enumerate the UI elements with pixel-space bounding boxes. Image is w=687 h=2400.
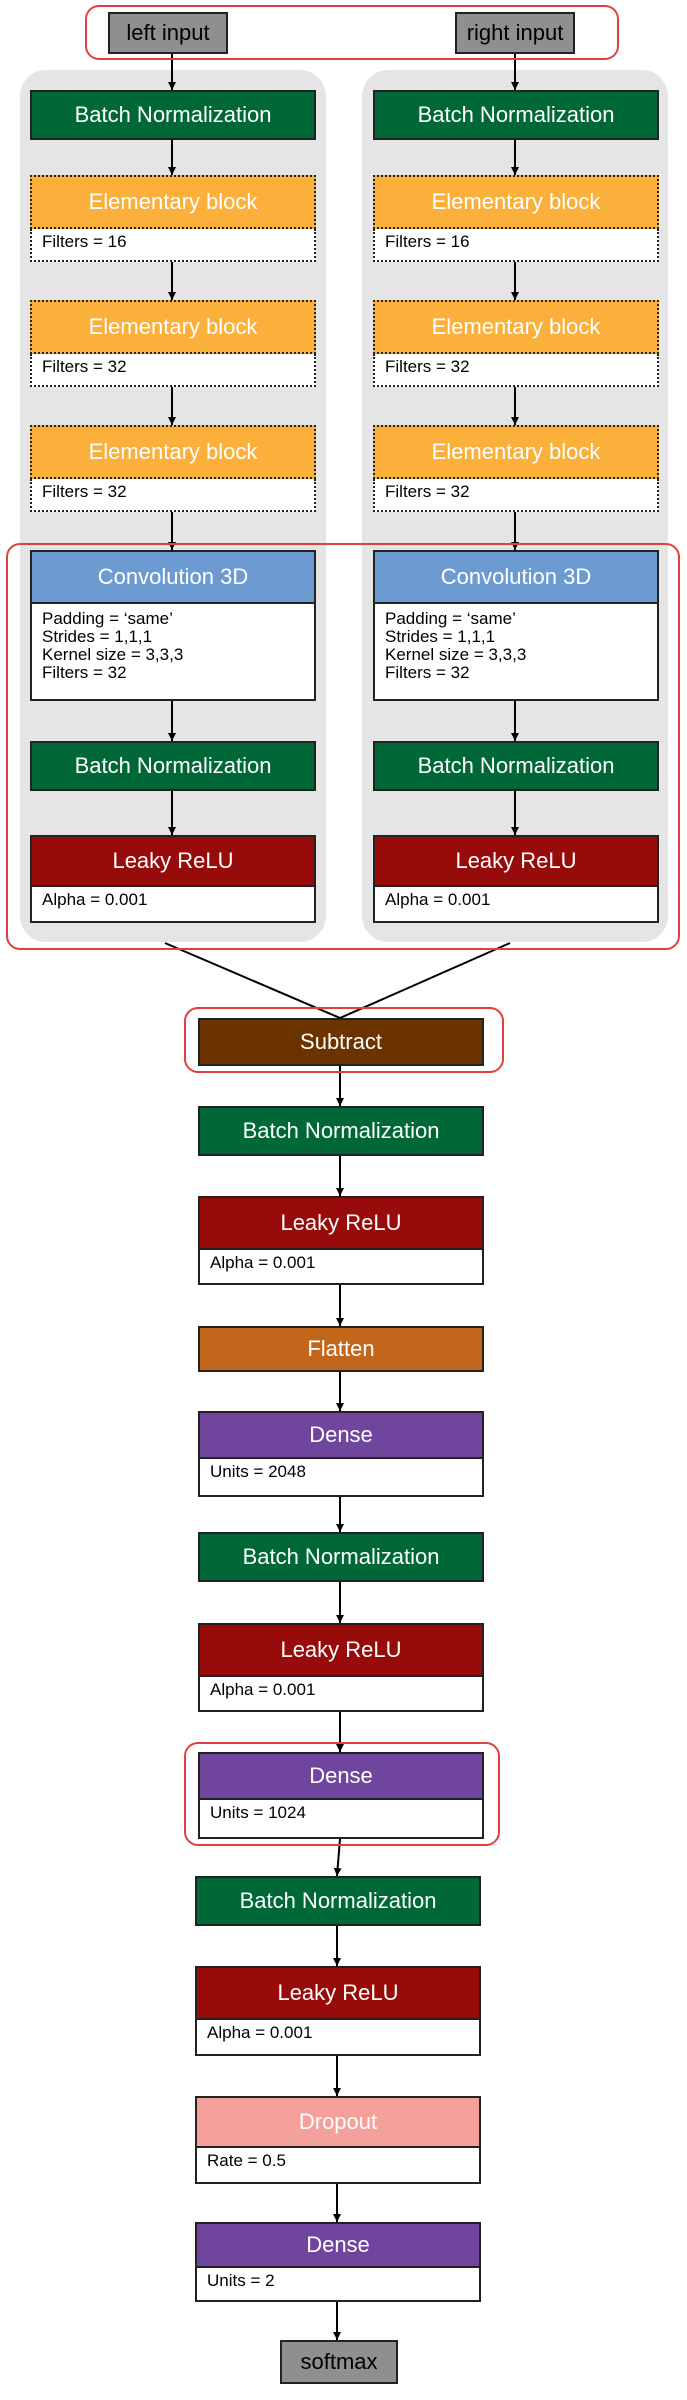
left-batch-normalization-1: Batch Normalization xyxy=(30,90,316,140)
right-elementary-block-3-params: Filters = 32 xyxy=(373,479,659,512)
trunk-leaky-relu-2: Leaky ReLU xyxy=(198,1623,484,1677)
trunk-leaky-relu-1-params: Alpha = 0.001 xyxy=(198,1250,484,1285)
right-convolution-3d-params: Padding = ‘same’ Strides = 1,1,1 Kernel … xyxy=(373,604,659,701)
dense-layer-3-params: Units = 2 xyxy=(195,2268,481,2302)
dense-1024-highlight xyxy=(184,1742,500,1846)
right-batch-normalization-1: Batch Normalization xyxy=(373,90,659,140)
left-convolution-3d: Convolution 3D xyxy=(30,550,316,604)
right-batch-normalization-2: Batch Normalization xyxy=(373,741,659,791)
dense-layer-3: Dense xyxy=(195,2222,481,2268)
trunk-leaky-relu-3: Leaky ReLU xyxy=(195,1966,481,2020)
right-input: right input xyxy=(455,12,575,54)
left-elementary-block-2-params: Filters = 32 xyxy=(30,354,316,387)
trunk-leaky-relu-3-params: Alpha = 0.001 xyxy=(195,2020,481,2056)
merge-line-left xyxy=(164,942,341,1019)
right-elementary-block-1: Elementary block xyxy=(373,175,659,229)
left-leaky-relu: Leaky ReLU xyxy=(30,835,316,887)
left-leaky-relu-params: Alpha = 0.001 xyxy=(30,887,316,923)
convolution-section-highlight xyxy=(6,543,680,950)
right-elementary-block-2: Elementary block xyxy=(373,300,659,354)
dense-layer-1: Dense xyxy=(198,1411,484,1459)
right-elementary-block-2-params: Filters = 32 xyxy=(373,354,659,387)
right-convolution-3d: Convolution 3D xyxy=(373,550,659,604)
right-elementary-block-3: Elementary block xyxy=(373,425,659,479)
flatten-layer: Flatten xyxy=(198,1326,484,1372)
trunk-leaky-relu-2-params: Alpha = 0.001 xyxy=(198,1677,484,1712)
right-leaky-relu: Leaky ReLU xyxy=(373,835,659,887)
right-leaky-relu-params: Alpha = 0.001 xyxy=(373,887,659,923)
left-elementary-block-1-params: Filters = 16 xyxy=(30,229,316,262)
left-convolution-3d-params: Padding = ‘same’ Strides = 1,1,1 Kernel … xyxy=(30,604,316,701)
right-elementary-block-1-params: Filters = 16 xyxy=(373,229,659,262)
dense-layer-1-params: Units = 2048 xyxy=(198,1459,484,1497)
trunk-batch-normalization-2: Batch Normalization xyxy=(198,1532,484,1582)
dropout-layer-params: Rate = 0.5 xyxy=(195,2148,481,2184)
trunk-batch-normalization-3: Batch Normalization xyxy=(195,1876,481,1926)
merge-line-right xyxy=(339,942,511,1019)
trunk-batch-normalization-1: Batch Normalization xyxy=(198,1106,484,1156)
dense-layer-2: Dense xyxy=(198,1752,484,1800)
left-batch-normalization-2: Batch Normalization xyxy=(30,741,316,791)
inputs-highlight xyxy=(85,5,619,60)
left-elementary-block-3: Elementary block xyxy=(30,425,316,479)
dropout-layer: Dropout xyxy=(195,2096,481,2148)
trunk-leaky-relu-1: Leaky ReLU xyxy=(198,1196,484,1250)
dense-layer-2-params: Units = 1024 xyxy=(198,1800,484,1839)
left-elementary-block-3-params: Filters = 32 xyxy=(30,479,316,512)
left-elementary-block-1: Elementary block xyxy=(30,175,316,229)
subtract-layer: Subtract xyxy=(198,1018,484,1066)
left-elementary-block-2: Elementary block xyxy=(30,300,316,354)
softmax-output: softmax xyxy=(280,2340,398,2384)
left-input: left input xyxy=(108,12,228,54)
subtract-highlight xyxy=(184,1007,504,1073)
